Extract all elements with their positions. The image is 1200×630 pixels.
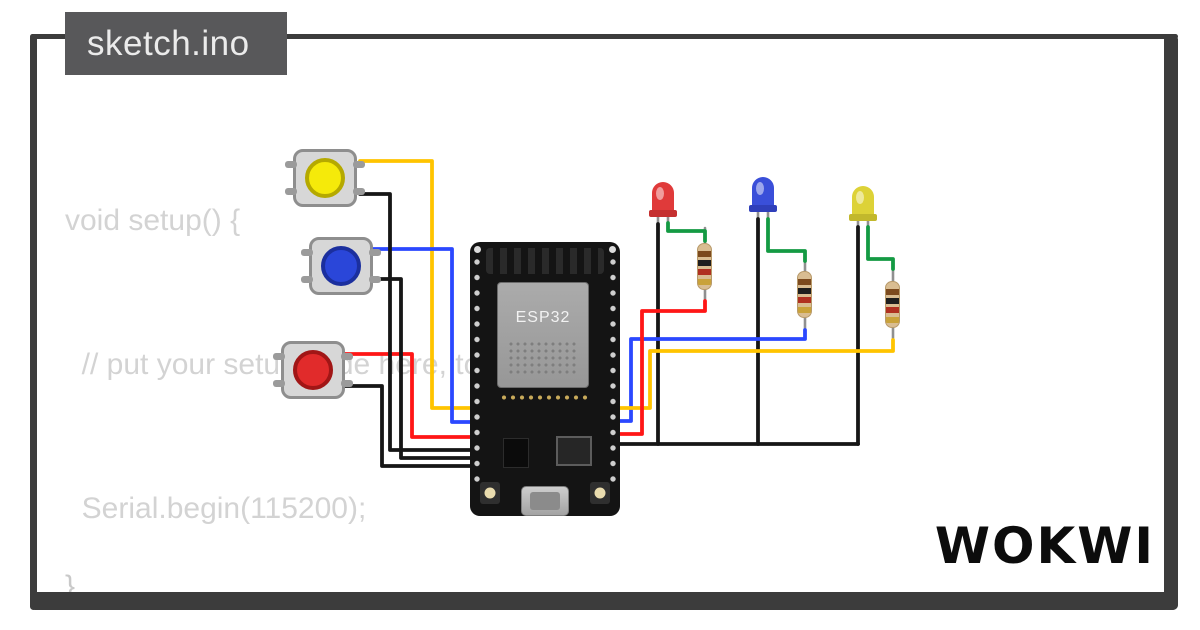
canvas-border-left [30, 34, 37, 610]
wire-gnd-button-red[interactable] [338, 384, 478, 468]
resistor-band [886, 317, 899, 323]
led-red[interactable] [649, 182, 677, 217]
mounting-hole [474, 246, 481, 253]
wire-green-anode-1[interactable] [666, 221, 707, 243]
button-leg [341, 353, 353, 360]
module-pads [500, 394, 590, 401]
canvas-border-top [30, 34, 1178, 39]
button-leg [285, 188, 297, 195]
resistor-band [886, 289, 899, 295]
wire-yellow-led[interactable] [612, 338, 895, 410]
pushbutton-red[interactable] [273, 341, 353, 399]
button-leg [285, 161, 297, 168]
horizontal-scrollbar[interactable] [30, 592, 1178, 610]
wire-gnd-button-yellow[interactable] [358, 192, 478, 452]
button-leg [369, 276, 381, 283]
pushbutton-blue[interactable] [301, 237, 381, 295]
button-leg [301, 276, 313, 283]
usb-uart-chip [556, 436, 592, 466]
wire-blue-button[interactable] [366, 247, 478, 424]
code-line: void setup() { [65, 204, 241, 237]
chip-label: ESP32 [515, 309, 571, 326]
wire-red-led[interactable] [612, 299, 707, 436]
button-leg [341, 380, 353, 387]
resistor-band [886, 298, 899, 304]
wire-green-anode-3[interactable] [866, 225, 895, 271]
resistor-band [698, 260, 711, 266]
resistor-3[interactable] [885, 281, 900, 328]
code-line: } [65, 570, 76, 603]
pushbutton-cap[interactable] [321, 246, 361, 286]
pin-header-left [472, 254, 482, 486]
wire-gnd-button-blue[interactable] [366, 277, 478, 460]
pushbutton-yellow[interactable] [285, 149, 365, 207]
led-yellow[interactable] [849, 186, 877, 221]
pushbutton-cap[interactable] [293, 350, 333, 390]
wifi-antenna [486, 248, 604, 274]
button-leg [369, 249, 381, 256]
esp32-board[interactable]: ESP32 [470, 242, 620, 516]
esp32-module-shield: ESP32 [497, 282, 589, 388]
boot-button[interactable] [590, 482, 610, 504]
resistor-band [698, 269, 711, 275]
wire-blue-led[interactable] [612, 328, 807, 423]
resistor-band [798, 288, 811, 294]
led-blue[interactable] [749, 177, 777, 212]
button-leg [353, 188, 365, 195]
file-tab[interactable]: sketch.ino [65, 12, 287, 75]
wokwi-logo: WOKWI [934, 517, 1155, 575]
resistor-2[interactable] [797, 271, 812, 318]
tab-filename: sketch.ino [87, 23, 250, 63]
resistor-band [798, 279, 811, 285]
wire-green-anode-2[interactable] [766, 217, 807, 263]
en-button[interactable] [480, 482, 500, 504]
resistor-band [798, 297, 811, 303]
button-leg [273, 353, 285, 360]
button-leg [353, 161, 365, 168]
wire-yellow-button[interactable] [358, 159, 478, 410]
vertical-scrollbar[interactable] [1164, 34, 1178, 610]
mounting-hole [609, 246, 616, 253]
resistor-band [886, 307, 899, 313]
resistor-band [698, 251, 711, 257]
shield-texture [508, 341, 578, 377]
button-leg [301, 249, 313, 256]
button-leg [273, 380, 285, 387]
flash-chip [503, 438, 529, 468]
wire-red-button[interactable] [338, 352, 478, 439]
usb-connector [521, 486, 569, 516]
code-line: Serial.begin(115200); [65, 492, 367, 525]
pin-header-right [608, 254, 618, 486]
resistor-band [698, 279, 711, 285]
pushbutton-cap[interactable] [305, 158, 345, 198]
resistor-1[interactable] [697, 243, 712, 290]
resistor-band [798, 307, 811, 313]
